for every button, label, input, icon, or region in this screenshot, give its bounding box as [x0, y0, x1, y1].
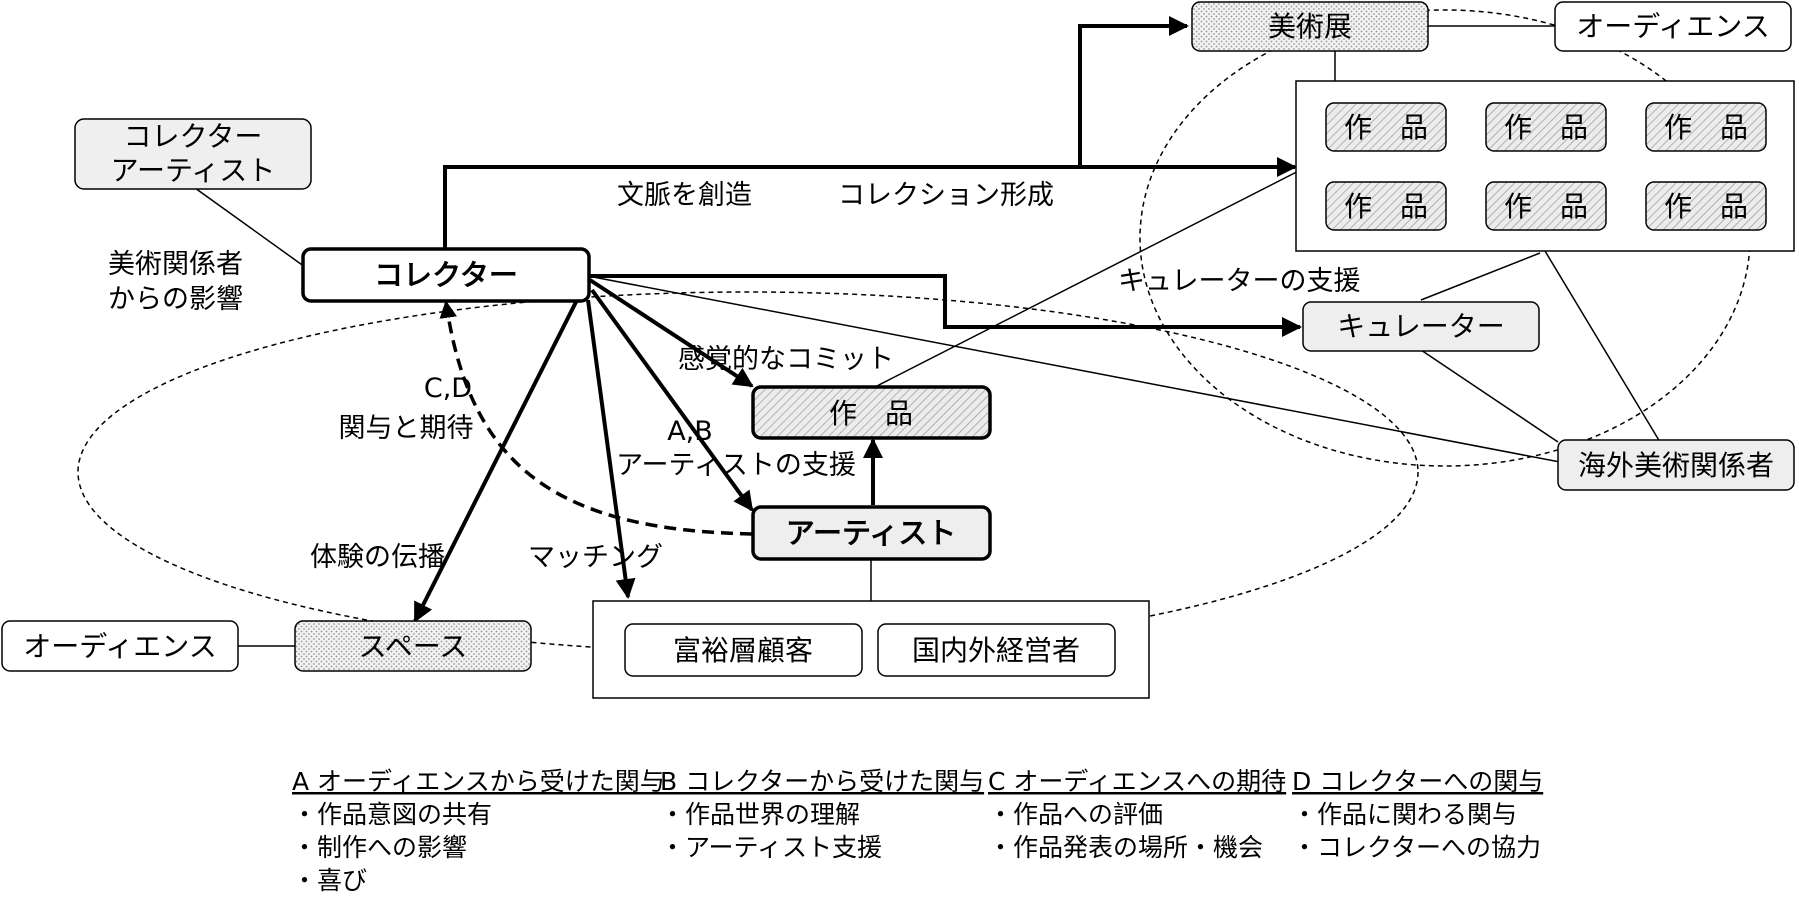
executives-label: 国内外経営者: [912, 634, 1080, 667]
collection-work-label: 作 品: [1664, 190, 1748, 223]
legend-column-c: C オーディエンスへの期待・作品への評価・作品発表の場所・機会: [988, 767, 1286, 862]
legend-item: ・コレクターへの協力: [1292, 833, 1541, 862]
collector-artist-note-line2: アーティスト: [111, 154, 276, 187]
thick-arrows: [413, 16, 1302, 623]
legend-column-a: A オーディエンスから受けた関与・作品意図の共有・制作への影響・喜び: [292, 767, 665, 895]
arrow-matching: [586, 299, 636, 599]
label-create-context: 文脈を創造: [617, 180, 752, 211]
node-art-exhibition: 美術展: [1191, 1, 1429, 52]
node-audience-left: オーディエンス: [1, 620, 239, 672]
label-ab-line1: A,B: [667, 416, 713, 447]
label-matching: マッチング: [528, 542, 663, 573]
label-art-influence-line2: からの影響: [108, 284, 243, 315]
legend-item: ・作品発表の場所・機会: [988, 833, 1263, 862]
legend-item: ・作品意図の共有: [292, 800, 492, 829]
collection-work-6: 作 品: [1645, 181, 1767, 231]
collection-work-2: 作 品: [1485, 102, 1607, 152]
label-experience-spread: 体験の伝播: [310, 542, 445, 573]
collection-work-4: 作 品: [1325, 181, 1447, 231]
audience-top-label: オーディエンス: [1576, 10, 1769, 43]
node-overseas-art-people: 海外美術関係者: [1557, 439, 1795, 491]
label-ab-line2: アーティストの支援: [616, 450, 856, 481]
collection-work-1: 作 品: [1325, 102, 1447, 152]
matching-group: 富裕層顧客 国内外経営者: [592, 600, 1150, 699]
node-work-main: 作 品: [751, 385, 992, 440]
arrow-experience-spread: [413, 297, 580, 623]
label-cd-line1: C,D: [424, 373, 472, 404]
legend-title: B コレクターから受けた関与: [660, 767, 984, 796]
legend-item: ・喜び: [292, 866, 367, 895]
artist-label: アーティスト: [786, 516, 957, 550]
legend-title: A オーディエンスから受けた関与: [292, 767, 665, 796]
legend-item: ・アーティスト支援: [660, 833, 882, 862]
label-sensory-commit: 感覚的なコミット: [678, 344, 894, 375]
wealthy-clients-label: 富裕層顧客: [673, 634, 813, 667]
legend-item: ・制作への影響: [292, 833, 467, 862]
label-cd-line2: 関与と期待: [339, 413, 474, 444]
art-exhibition-label: 美術展: [1268, 10, 1352, 43]
legend: A オーディエンスから受けた関与・作品意図の共有・制作への影響・喜びB コレクタ…: [292, 767, 1543, 895]
overseas-art-people-label: 海外美術関係者: [1578, 449, 1774, 482]
curator-label: キュレーター: [1337, 310, 1504, 343]
collection-work-label: 作 品: [1504, 190, 1588, 223]
arrow-sensory-commit: [588, 278, 754, 388]
label-curator-support: キュレーターの支援: [1118, 266, 1360, 297]
work-main-label: 作 品: [829, 397, 913, 430]
node-artist: アーティスト: [751, 505, 992, 561]
arrow-to-art-exhibition: [1078, 16, 1189, 167]
arrow-cd-involvement: [439, 300, 753, 536]
node-wealthy-clients: 富裕層顧客: [624, 623, 863, 677]
node-collector: コレクター: [301, 247, 591, 303]
collection-work-label: 作 品: [1344, 190, 1428, 223]
legend-item: ・作品に関わる関与: [1292, 800, 1517, 829]
label-form-collection: コレクション形成: [838, 180, 1054, 211]
arrow-artist-support: [590, 288, 754, 512]
collector-artist-note-line1: コレクター: [124, 120, 263, 153]
collector-label: コレクター: [374, 258, 518, 292]
collection-work-3: 作 品: [1645, 102, 1767, 152]
node-curator: キュレーター: [1302, 301, 1540, 352]
legend-item: ・作品への評価: [988, 800, 1163, 829]
audience-left-label: オーディエンス: [23, 630, 216, 663]
legend-item: ・作品世界の理解: [660, 800, 860, 829]
arrow-collector-to-curator: [588, 274, 1302, 337]
collection-work-label: 作 品: [1664, 111, 1748, 144]
legend-title: C オーディエンスへの期待: [988, 767, 1286, 796]
legend-title: D コレクターへの関与: [1292, 767, 1543, 796]
space-label: スペース: [359, 630, 468, 663]
node-collector-artist-note: コレクター アーティスト: [74, 118, 312, 190]
node-space: スペース: [294, 620, 532, 672]
arrow-collector-to-collection: [443, 157, 1297, 249]
legend-column-d: D コレクターへの関与・作品に関わる関与・コレクターへの協力: [1292, 767, 1543, 862]
collection-work-5: 作 品: [1485, 181, 1607, 231]
diagram-labels: 美術関係者 からの影響 文脈を創造 コレクション形成 キュレーターの支援 感覚的…: [108, 180, 1360, 573]
node-audience-top: オーディエンス: [1554, 1, 1792, 52]
legend-column-b: B コレクターから受けた関与・作品世界の理解・アーティスト支援: [660, 767, 984, 862]
collection-work-label: 作 品: [1344, 111, 1428, 144]
collection-work-label: 作 品: [1504, 111, 1588, 144]
label-art-influence-line1: 美術関係者: [108, 249, 243, 280]
collection-works: 作 品作 品作 品作 品作 品作 品: [1325, 102, 1767, 231]
node-executives: 国内外経営者: [877, 623, 1116, 677]
